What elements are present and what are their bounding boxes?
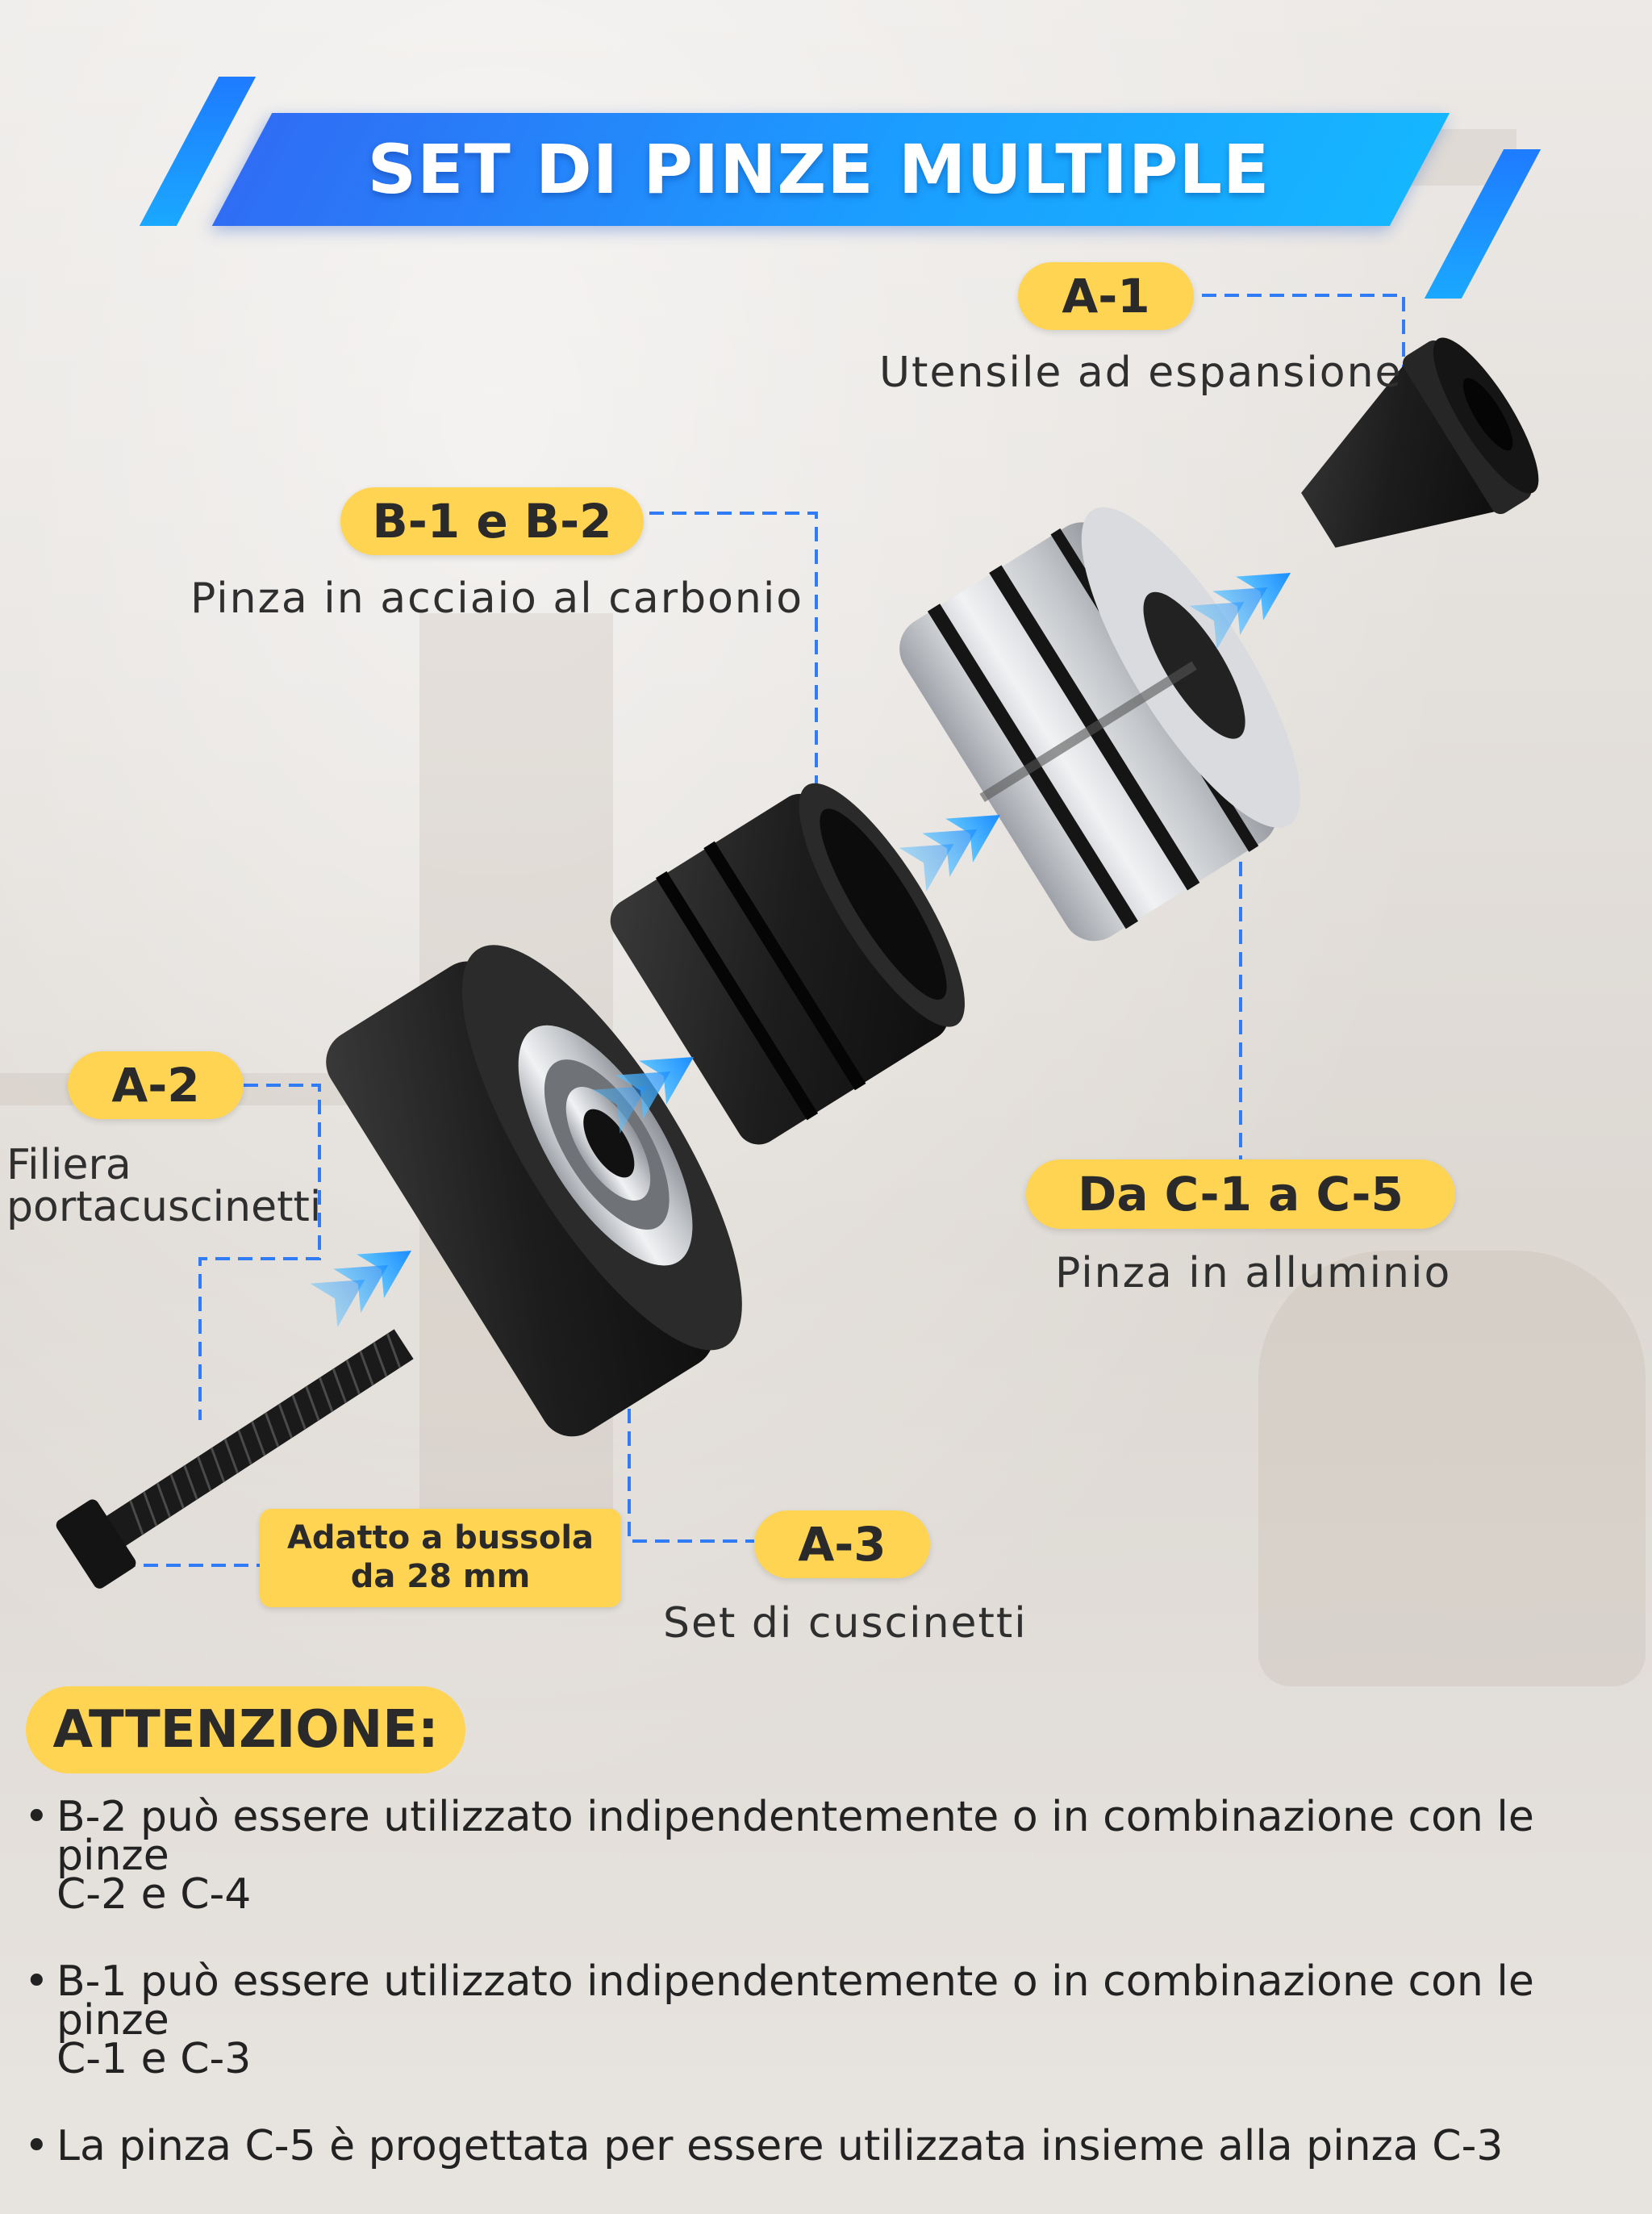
note-2-line2: C-1 e C-3 [56, 2035, 252, 2083]
desc-a2-line1: Filiera [6, 1141, 131, 1189]
aluminium-collet-c [899, 507, 1300, 942]
socket-note: Adatto a bussola da 28 mm [260, 1509, 621, 1607]
desc-c: Pinza in alluminio [1055, 1249, 1452, 1297]
bg-car [1258, 1251, 1646, 1686]
note-item-3: La pinza C-5 è progettata per essere uti… [24, 2122, 1637, 2170]
arrow-icon-2 [899, 815, 1000, 892]
expansion-tool-a1 [1301, 337, 1539, 548]
socket-note-line1: Adatto a bussola [286, 1519, 594, 1556]
title-banner: SET DI PINZE MULTIPLE [139, 77, 1541, 299]
label-b: B-1 e B-2 [340, 487, 644, 555]
leader-a3 [628, 1364, 754, 1543]
parts-illustration [56, 294, 1539, 1589]
label-a2: A-2 [68, 1051, 244, 1119]
arrow-icon-4 [310, 1251, 411, 1327]
label-a1: A-1 [1018, 262, 1194, 330]
note-1-line1: B-2 può essere utilizzato indipendenteme… [56, 1793, 1534, 1880]
leader-a2 [198, 1084, 321, 1420]
desc-a3: Set di cuscinetti [663, 1599, 1028, 1648]
leader-lines [121, 294, 1405, 1567]
note-item-1: B-2 può essere utilizzato indipendenteme… [24, 1793, 1637, 1919]
note-item-2: B-1 può essere utilizzato indipendenteme… [24, 1957, 1637, 2083]
note-2-line1: B-1 può essere utilizzato indipendenteme… [56, 1957, 1534, 2045]
desc-a2-line2: portacuscinetti [6, 1183, 322, 1231]
bearing-holder-a2 [326, 945, 742, 1437]
arrow-icon-1 [1189, 573, 1291, 650]
page-title: SET DI PINZE MULTIPLE [367, 130, 1270, 209]
attention-heading: ATTENZIONE: [26, 1686, 465, 1773]
label-c: Da C-1 a C-5 [1026, 1159, 1455, 1229]
arrow-icon-3 [592, 1057, 694, 1134]
assembly-arrows [310, 573, 1291, 1327]
note-1-line2: C-2 e C-4 [56, 1870, 252, 1919]
note-3-line1: La pinza C-5 è progettata per essere uti… [56, 2122, 1504, 2170]
desc-b: Pinza in acciaio al carbonio [190, 574, 804, 623]
steel-collet-b [610, 783, 965, 1145]
desc-a1: Utensile ad espansione [879, 349, 1403, 397]
label-a3: A-3 [754, 1510, 930, 1578]
threaded-bolt [56, 1329, 414, 1589]
socket-note-line2: da 28 mm [350, 1558, 531, 1595]
leader-b [649, 512, 818, 839]
attention-notes: B-2 può essere utilizzato indipendenteme… [24, 1793, 1637, 2214]
